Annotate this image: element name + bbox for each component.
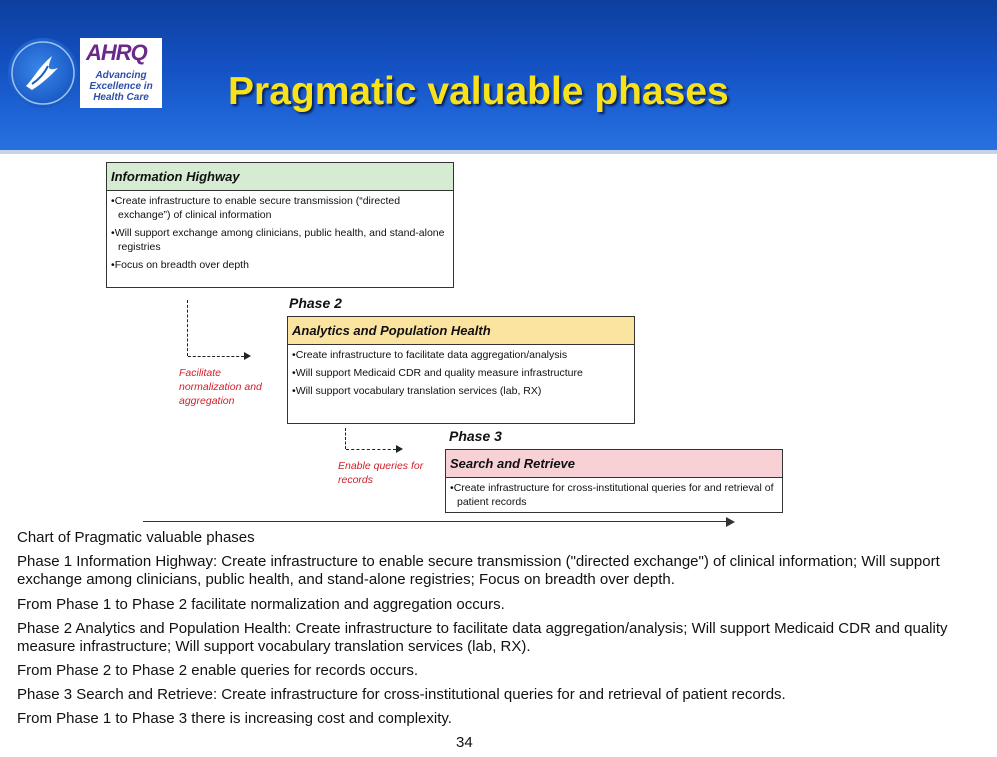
slide-title: Pragmatic valuable phases [228, 70, 729, 113]
transition1-label: Facilitate normalization and aggregation [179, 367, 262, 407]
description-phase1: Phase 1 Information Highway: Create infr… [17, 553, 940, 588]
slide-header: AHRQ Advancing Excellence in Health Care… [0, 0, 997, 153]
phase1-bullet: •Create infrastructure to enable secure … [111, 195, 401, 221]
page-number: 34 [456, 734, 473, 751]
phase3-heading: Search and Retrieve [446, 450, 782, 478]
phase2-bullet: •Will support vocabulary translation ser… [292, 385, 542, 397]
header-divider [0, 150, 997, 154]
phase2-box: Analytics and Population Health •Create … [287, 316, 635, 424]
phase3-label: Phase 3 [449, 428, 502, 444]
phase1-box: Information Highway •Create infrastructu… [106, 162, 454, 288]
phase1-body: •Create infrastructure to enable secure … [107, 191, 453, 280]
phase1-bullet: •Focus on breadth over depth [111, 259, 249, 271]
cost-complexity-arrow-icon [726, 517, 735, 527]
phase3-body: •Create infrastructure for cross-institu… [446, 478, 782, 517]
transition1-connector-vertical [187, 300, 188, 356]
phase1-heading: Information Highway [107, 163, 453, 191]
transition1-arrow-icon [244, 352, 251, 360]
transition2-connector-horizontal [346, 449, 396, 450]
ahrq-logo-tagline: Advancing Excellence in Health Care [89, 70, 153, 103]
ahrq-logo-word: AHRQ [86, 40, 148, 65]
description-phase2: Phase 2 Analytics and Population Health:… [17, 620, 948, 655]
phase1-bullet: •Will support exchange among clinicians,… [111, 227, 445, 253]
phase2-heading: Analytics and Population Health [288, 317, 634, 345]
phase2-body: •Create infrastructure to facilitate dat… [288, 345, 634, 406]
transition2-connector-vertical [345, 428, 346, 449]
phase3-bullet: •Create infrastructure for cross-institu… [450, 482, 774, 508]
cost-complexity-arrow-line [143, 521, 728, 522]
hhs-eagle-logo [8, 38, 78, 108]
description-transition2: From Phase 2 to Phase 2 enable queries f… [17, 662, 419, 679]
description-transition1: From Phase 1 to Phase 2 facilitate norma… [17, 596, 505, 613]
description-cost: From Phase 1 to Phase 3 there is increas… [17, 710, 452, 727]
transition2-arrow-icon [396, 445, 403, 453]
description-phase3: Phase 3 Search and Retrieve: Create infr… [17, 686, 786, 703]
transition2-label: Enable queries for records [338, 460, 424, 486]
phase3-box: Search and Retrieve •Create infrastructu… [445, 449, 783, 513]
transition1-connector-horizontal [188, 356, 244, 357]
ahrq-logo: AHRQ Advancing Excellence in Health Care [80, 38, 162, 108]
phase2-label: Phase 2 [289, 295, 342, 311]
phase2-bullet: •Create infrastructure to facilitate dat… [292, 349, 568, 361]
description-caption: Chart of Pragmatic valuable phases [17, 529, 255, 546]
phase2-bullet: •Will support Medicaid CDR and quality m… [292, 367, 583, 379]
